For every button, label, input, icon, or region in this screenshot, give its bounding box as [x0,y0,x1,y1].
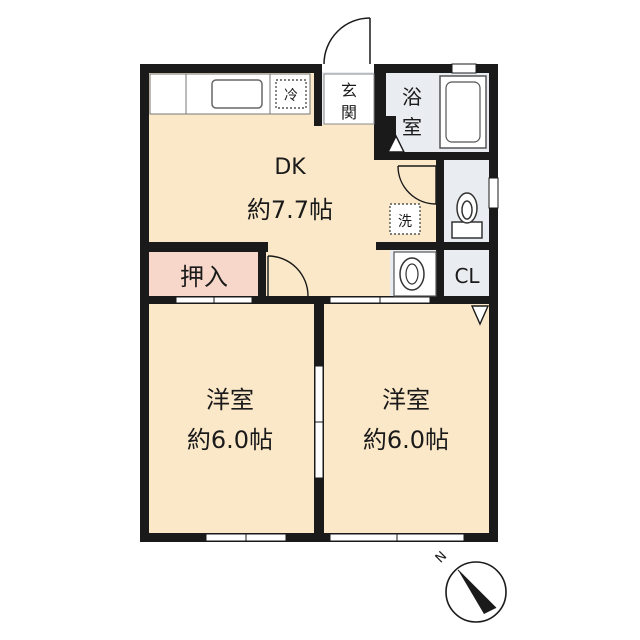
bathtub-icon [439,75,487,149]
fridge-label: 冷 [284,88,298,104]
closet-door-icon [470,305,490,326]
closet-label: CL [454,264,480,288]
bathroom-label-top: 浴 [402,85,422,109]
dk-room-name: DK [274,155,306,180]
bath-door-icon [386,134,406,153]
toilet-icon [451,192,483,239]
genkan-floor [323,73,375,125]
fridge-space: 冷 [275,79,307,109]
genkan-label-top: 玄 [341,81,357,100]
western-room-left-name: 洋室 [206,386,254,414]
entrance-door [323,17,371,65]
western-room-left-area: 約6.0帖 [187,426,273,454]
compass-north-label: N [433,549,450,566]
western-room-right-area: 約6.0帖 [363,426,449,454]
genkan-label-bottom: 関 [341,103,357,122]
western-room-left [148,304,316,536]
toilet-window [488,177,499,209]
western-room-right-name: 洋室 [382,386,430,414]
sliding-doors [175,296,431,479]
western-room-right [322,304,490,536]
dk-room-area: 約7.7帖 [247,196,333,224]
compass-icon: N [433,549,507,623]
hall-door [267,255,309,297]
closet-area [444,250,490,298]
wash-basin-icon [393,251,437,297]
washer-space: 洗 [389,203,421,235]
bath-window [451,63,477,74]
dk-room-lower [148,160,438,248]
washer-label: 洗 [398,214,412,230]
oshiire-area [148,252,258,298]
bottom-windows [205,533,465,542]
oshiire-label: 押入 [180,263,228,291]
toilet-door [397,165,437,205]
bathroom-label-bottom: 室 [402,115,422,139]
